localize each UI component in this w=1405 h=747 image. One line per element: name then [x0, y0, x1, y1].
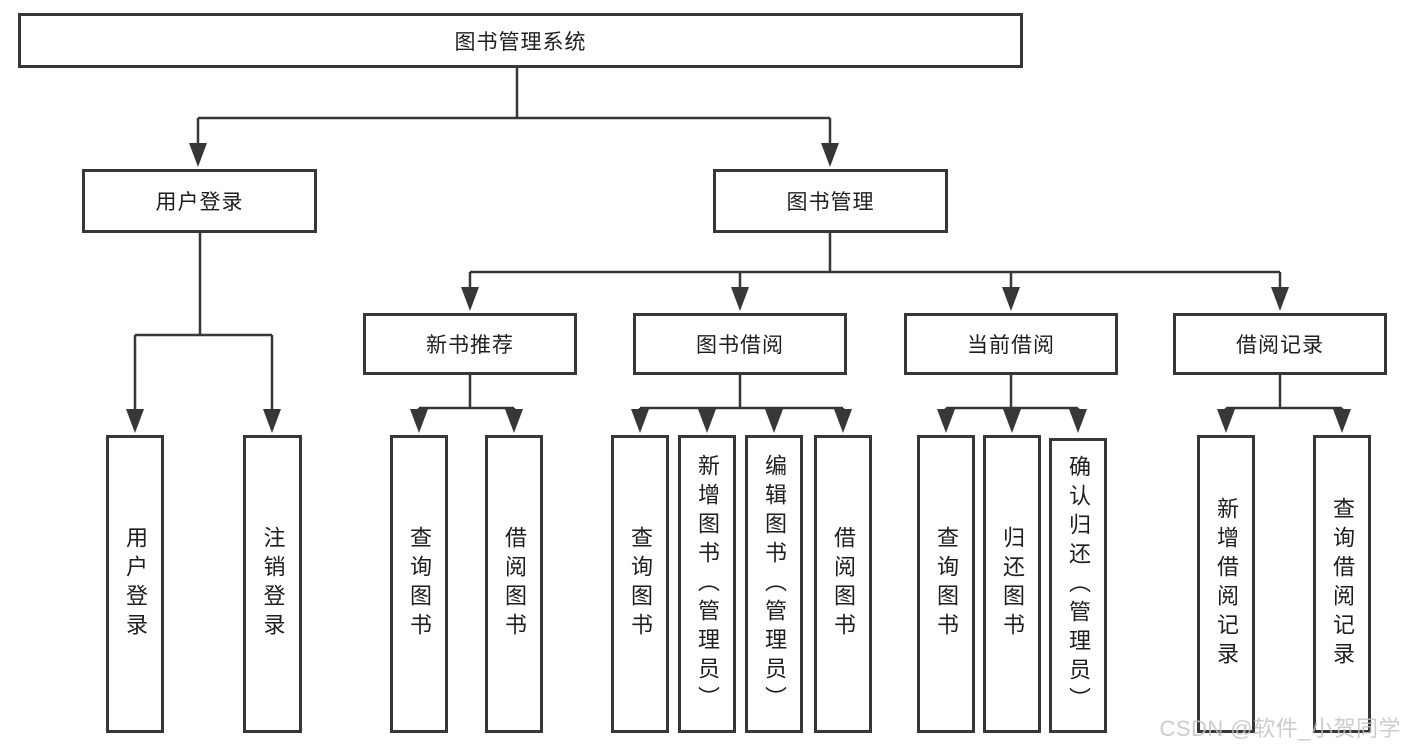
leaf-query-borrow-record: 查询借阅记录	[1313, 435, 1371, 733]
leaf-user-login: 用户登录	[106, 435, 164, 733]
leaf-query-books-borrowing: 查询图书	[611, 435, 669, 733]
csdn-watermark: CSDN @软件_小贺同学	[1159, 716, 1401, 741]
leaf-borrow-books-borrowing-label: 借阅图书	[831, 526, 856, 642]
leaf-add-borrow-record-label: 新增借阅记录	[1214, 497, 1239, 671]
node-root-label: 图书管理系统	[454, 30, 587, 54]
node-book-borrowing: 图书借阅	[633, 313, 847, 375]
leaf-add-books-admin-label: 新增图书（管理员）	[695, 453, 720, 715]
node-user-login: 用户登录	[82, 169, 317, 233]
node-book-borrowing-label: 图书借阅	[696, 334, 784, 357]
leaf-logout-login-label: 注销登录	[260, 526, 286, 642]
leaf-query-borrow-record-label: 查询借阅记录	[1330, 497, 1355, 671]
node-new-book-recommendation: 新书推荐	[363, 313, 577, 375]
leaf-add-books-admin: 新增图书（管理员）	[678, 435, 736, 733]
leaf-edit-books-admin: 编辑图书（管理员）	[745, 435, 803, 733]
node-user-login-label: 用户登录	[155, 191, 244, 214]
leaf-query-books-recommend-label: 查询图书	[407, 526, 432, 642]
node-current-borrowing-label: 当前借阅	[967, 334, 1055, 357]
node-borrowing-records: 借阅记录	[1173, 313, 1387, 375]
leaf-borrow-books-recommend: 借阅图书	[485, 435, 543, 733]
leaf-query-books-borrowing-label: 查询图书	[628, 526, 653, 642]
leaf-user-login-label: 用户登录	[123, 526, 148, 642]
leaf-logout-login: 注销登录	[243, 435, 302, 733]
node-root: 图书管理系统	[18, 13, 1023, 68]
node-new-book-recommendation-label: 新书推荐	[426, 334, 514, 357]
leaf-borrow-books-borrowing: 借阅图书	[814, 435, 872, 733]
node-borrowing-records-label: 借阅记录	[1236, 334, 1324, 357]
leaf-confirm-return-admin: 确认归还（管理员）	[1049, 438, 1107, 733]
leaf-add-borrow-record: 新增借阅记录	[1197, 435, 1255, 733]
leaf-borrow-books-recommend-label: 借阅图书	[502, 526, 527, 642]
leaf-query-books-recommend: 查询图书	[390, 435, 448, 733]
leaf-confirm-return-admin-label: 确认归还（管理员）	[1066, 455, 1091, 716]
leaf-return-books-label: 归还图书	[1000, 526, 1025, 642]
node-current-borrowing: 当前借阅	[904, 313, 1118, 375]
leaf-query-books-current: 查询图书	[917, 435, 975, 733]
node-book-management: 图书管理	[713, 169, 948, 233]
leaf-query-books-current-label: 查询图书	[934, 526, 959, 642]
leaf-return-books: 归还图书	[983, 435, 1041, 733]
node-book-management-label: 图书管理	[786, 191, 875, 214]
leaf-edit-books-admin-label: 编辑图书（管理员）	[762, 453, 787, 715]
